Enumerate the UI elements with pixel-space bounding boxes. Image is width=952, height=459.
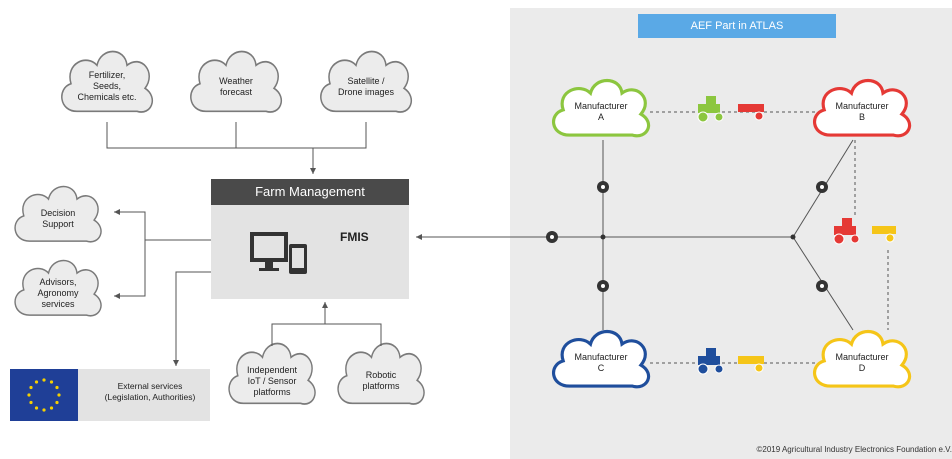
- eu-star: [27, 393, 31, 397]
- manufacturer-c-label: Manufacturer C: [574, 352, 628, 373]
- advisors-label: Advisors, Agronomy services: [37, 277, 79, 309]
- tractor-icon-a-b: [697, 96, 764, 123]
- eu-star: [49, 406, 54, 410]
- cloud-manufacturer-d: [813, 329, 912, 389]
- cloud-iot: [228, 342, 316, 405]
- manufacturer-a-label: Manufacturer A: [574, 101, 628, 122]
- eu-star: [34, 406, 39, 410]
- weather-label: Weather forecast: [219, 76, 253, 97]
- eu-star: [42, 408, 46, 412]
- eu-star: [29, 400, 33, 405]
- cloud-decision-support: [14, 185, 102, 243]
- eu-flag-icon: [10, 369, 78, 421]
- cloud-manufacturer-c: [552, 329, 651, 389]
- external-services-box: [78, 369, 210, 421]
- manufacturer-d-label: Manufacturer D: [835, 352, 889, 373]
- fertilizer-label: Fertilizer, Seeds, Chemicals etc.: [77, 70, 137, 102]
- junction-dot: [600, 234, 606, 240]
- eu-star: [55, 400, 59, 405]
- cloud-satellite: [320, 50, 413, 113]
- decision-support-label: Decision Support: [40, 208, 76, 229]
- robotic-label: Robotic platforms: [362, 370, 400, 391]
- cloud-robotic: [337, 342, 425, 405]
- eu-star: [29, 385, 33, 390]
- external-services-label: External services (Legislation, Authorit…: [104, 381, 196, 402]
- computer-phone-icon: [250, 232, 307, 274]
- cloud-fertilizer: [61, 50, 154, 113]
- plug-icons: [546, 181, 828, 292]
- eu-star: [49, 380, 54, 384]
- tractor-icon-b-d: [833, 218, 896, 245]
- cloud-manufacturer-a: [552, 78, 651, 138]
- eu-star: [34, 380, 39, 384]
- eu-star: [42, 378, 46, 382]
- fmis-label: FMIS: [340, 230, 369, 244]
- cloud-advisors: [14, 259, 102, 317]
- eu-star: [55, 385, 59, 390]
- cloud-weather: [190, 50, 283, 113]
- farm-management-title: Farm Management: [211, 179, 409, 205]
- iot-label: Independent IoT / Sensor platforms: [246, 365, 298, 397]
- satellite-label: Satellite / Drone images: [337, 76, 395, 97]
- copyright-text: ©2019 Agricultural Industry Electronics …: [756, 445, 952, 454]
- cloud-manufacturer-b: [813, 78, 912, 138]
- eu-star: [57, 393, 61, 397]
- atlas-title: AEF Part in ATLAS: [638, 14, 836, 38]
- tractor-icon-c-d: [697, 348, 764, 375]
- junction-dot: [790, 234, 796, 240]
- manufacturer-b-label: Manufacturer B: [835, 101, 889, 122]
